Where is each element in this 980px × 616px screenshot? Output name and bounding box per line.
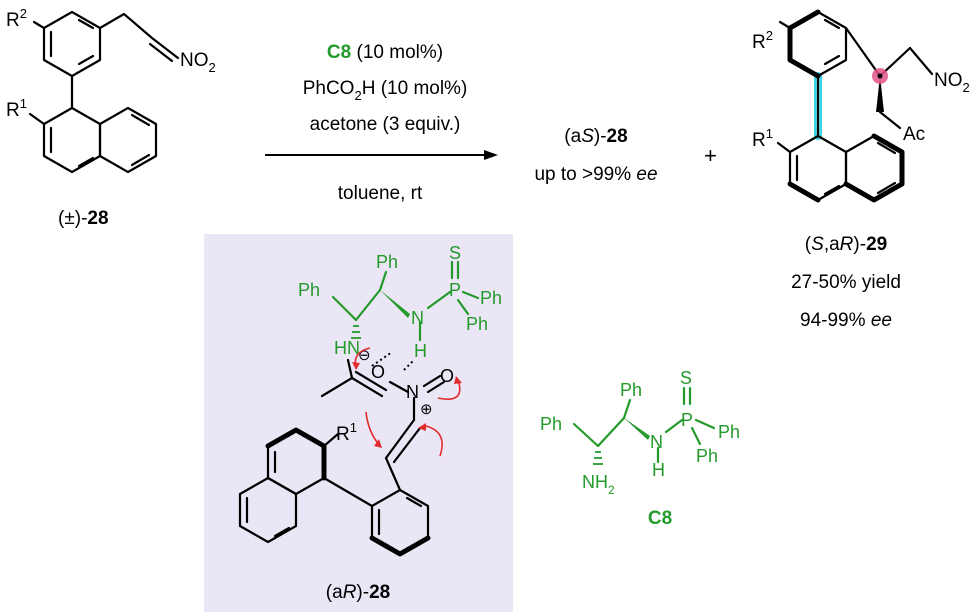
product-29-yield: 27-50% yield [791, 272, 901, 293]
curved-arrows [352, 347, 462, 457]
ts-o-label: O [440, 366, 454, 386]
ts-compound-label: (aR)-28 [326, 582, 390, 603]
ts-substrate-structure [238, 351, 446, 557]
condition-catalyst: C8 (10 mol%) [327, 42, 443, 63]
ts-ph-label-4: Ph [466, 314, 488, 334]
recovered-28-ee: up to >99% ee [534, 164, 657, 185]
recovered-28-label: (aS)-28 [564, 126, 627, 147]
reaction-arrow [265, 150, 498, 160]
condition-acid: PhCO2H (10 mol%) [303, 78, 468, 103]
c8-s-label: S [680, 368, 692, 388]
c8-h-label: H [652, 460, 665, 480]
c8-structure [572, 386, 716, 465]
reactant-r2-label: R2 [6, 6, 27, 31]
c8-p-label: P [681, 410, 693, 430]
ts-plus-charge: ⊕ [420, 401, 433, 418]
c8-ph-label-3: Ph [718, 422, 740, 442]
ts-catalyst-structure [331, 260, 480, 342]
product-no2-label: NO2 [934, 70, 970, 95]
product-29-ee: 94-99% ee [800, 310, 892, 331]
reactant-compound-label: (±)-28 [58, 208, 109, 229]
ts-hn-label: HN [334, 338, 360, 358]
ts-h-label: H [414, 341, 427, 361]
ts-n-label: N [411, 308, 424, 328]
ts-n-plus-label: N [406, 382, 419, 402]
condition-nucleophile: acetone (3 equiv.) [310, 114, 461, 135]
product-29-label: (S,aR)-29 [805, 234, 887, 255]
product-r2-label: R2 [752, 28, 773, 53]
ts-s-label: S [449, 243, 461, 263]
reactant-r1-label: R1 [6, 96, 27, 121]
product-r1-label: R1 [752, 126, 773, 151]
ts-ph-label-2: Ph [298, 280, 320, 300]
reactant-no2-label: NO2 [180, 50, 216, 75]
c8-nh2-label: NH2 [582, 472, 615, 497]
ts-r1-label: R1 [336, 420, 357, 445]
product-29-structure [776, 9, 934, 203]
c8-ph-label-2: Ph [540, 414, 562, 434]
ts-ph-label-3: Ph [480, 288, 502, 308]
product-ac-label: Ac [903, 124, 925, 145]
plus-sign: + [704, 143, 717, 168]
ts-ph-label-1: Ph [376, 252, 398, 272]
c8-ph-label-4: Ph [696, 446, 718, 466]
ts-p-label: P [449, 280, 461, 300]
condition-solvent: toluene, rt [338, 183, 423, 204]
c8-n-label: N [650, 432, 663, 452]
reactant-28-structure [28, 10, 180, 174]
c8-label: C8 [648, 508, 672, 529]
transition-state-panel [204, 234, 513, 612]
c8-ph-label-1: Ph [620, 380, 642, 400]
ts-o-minus-label: O [371, 362, 385, 382]
